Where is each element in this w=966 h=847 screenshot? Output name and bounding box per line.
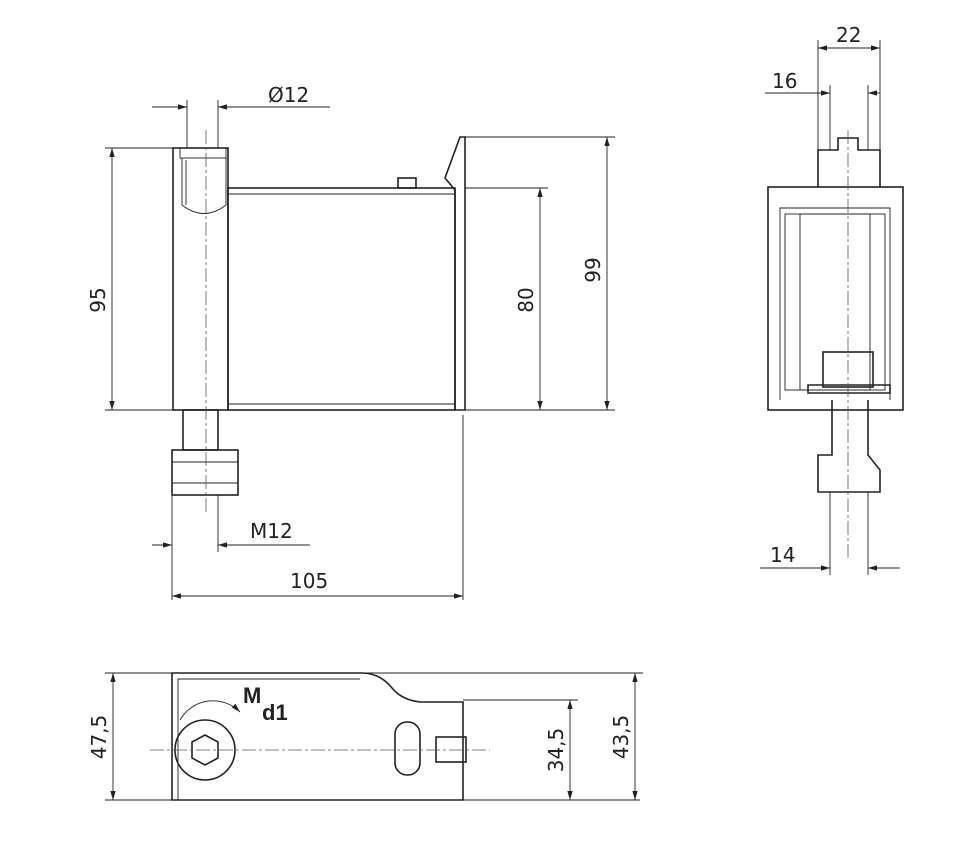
- dim-43-5: 43,5: [609, 715, 633, 760]
- top-dimensions: 47,5 34,5 43,5: [87, 672, 643, 801]
- dim-m12: M12: [250, 519, 293, 543]
- dim-16: 16: [772, 69, 797, 93]
- top-view: M d1: [150, 672, 490, 801]
- dim-14: 14: [770, 543, 795, 567]
- side-view: [767, 130, 904, 560]
- dim-34-5: 34,5: [544, 728, 568, 773]
- front-view: [171, 130, 466, 515]
- dim-80: 80: [514, 287, 538, 312]
- dim-95: 95: [86, 287, 110, 312]
- dim-diameter-12: Ø12: [268, 83, 309, 107]
- dim-105: 105: [290, 569, 328, 593]
- side-dimensions: 22 16 14: [760, 23, 900, 575]
- dim-22: 22: [836, 23, 861, 47]
- dim-99: 99: [581, 257, 605, 282]
- torque-label-sub: d1: [262, 700, 288, 725]
- torque-label: M: [243, 683, 261, 708]
- dim-47-5: 47,5: [87, 715, 111, 760]
- front-dimensions: 95 80 99 Ø12 M12 105: [86, 83, 615, 600]
